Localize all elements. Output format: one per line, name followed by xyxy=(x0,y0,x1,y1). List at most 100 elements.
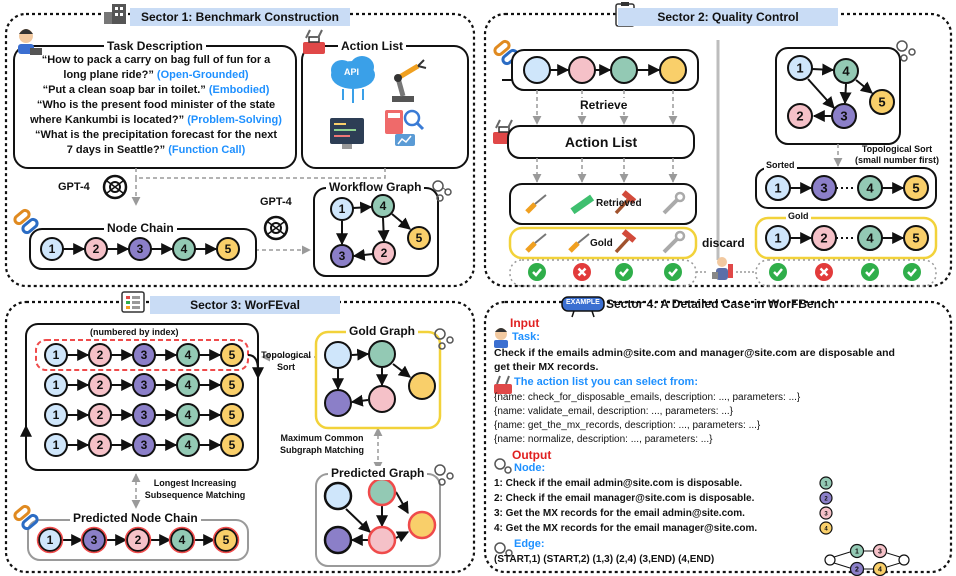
node-circle xyxy=(44,343,68,367)
toolbox-icon xyxy=(494,375,512,394)
node-circle xyxy=(869,89,895,115)
task-line-2: get their MX records. xyxy=(494,361,599,373)
hammer-icon xyxy=(614,190,637,215)
mini-edge xyxy=(886,552,901,558)
action-item: {name: validate_email, description: ...,… xyxy=(494,406,734,417)
action-list-box xyxy=(301,45,469,169)
graph-node: 3 xyxy=(811,175,837,201)
graph-node: 3 xyxy=(128,237,152,261)
action-item: {name: get_the_mx_records, description: … xyxy=(494,420,761,431)
chain-link-icon xyxy=(13,208,39,235)
workflow-graph-label: Workflow Graph xyxy=(326,180,425,194)
graph-network-icon xyxy=(434,328,454,350)
graph-node: 4 xyxy=(371,194,395,218)
wrench-icon xyxy=(662,230,686,254)
node-circle xyxy=(220,433,244,457)
node-item: 2: Check if the email manager@site.com i… xyxy=(494,493,755,504)
node-circle xyxy=(132,343,156,367)
graph-node xyxy=(367,525,397,555)
graph-node: 2 xyxy=(88,403,112,427)
gpt4-label-1: GPT-4 xyxy=(58,181,90,193)
gpt4-logo-icon xyxy=(263,215,289,241)
node-label: 4 xyxy=(185,378,192,392)
action-item: {name: check_for_disposable_emails, desc… xyxy=(494,392,801,403)
edge-list: (START,1) (START,2) (1,3) (2,4) (3,END) … xyxy=(494,554,715,565)
node-circle xyxy=(220,403,244,427)
calculator-search-icon xyxy=(385,109,425,146)
node-circle xyxy=(214,528,238,552)
predicted-chain-label: Predicted Node Chain xyxy=(70,511,201,525)
node-label: 1 xyxy=(796,61,803,76)
node-circle xyxy=(176,343,200,367)
node-label: 3 xyxy=(141,378,148,392)
node-circle xyxy=(84,237,108,261)
node-circle xyxy=(324,389,352,417)
node-label: 4 xyxy=(185,408,192,422)
graph-node xyxy=(368,385,396,413)
edge-arrow xyxy=(351,348,370,361)
graph-node: 2 xyxy=(372,241,396,265)
graph-node: 3 xyxy=(132,403,156,427)
gold-tools-box xyxy=(508,226,698,260)
graph-node xyxy=(523,56,551,84)
graph-node: 4 xyxy=(857,225,883,251)
graph-network-icon xyxy=(432,180,452,202)
edge-arrow xyxy=(352,248,374,261)
input-label: Input xyxy=(510,316,540,330)
gpt4-label-2: GPT-4 xyxy=(260,196,292,208)
graph-node: 3 xyxy=(819,506,833,520)
node-label: 4 xyxy=(878,566,882,573)
graph-node xyxy=(568,56,596,84)
node-circle xyxy=(408,372,436,400)
topo-sort-label: Topological Sort xyxy=(861,144,933,154)
status-row-left xyxy=(509,259,697,287)
discard-label: discard xyxy=(702,236,745,250)
node-circle xyxy=(819,491,833,505)
graph-node: 1 xyxy=(44,373,68,397)
sorted-label: Sorted xyxy=(764,160,797,170)
task-q2-text: “Put a clean soap bar in toilet.” xyxy=(42,84,206,96)
node-label: 1 xyxy=(774,231,781,246)
building-icon xyxy=(104,4,126,24)
action-list-label: Action List xyxy=(338,39,406,53)
node-circle xyxy=(811,175,837,201)
node-label: 5 xyxy=(229,348,236,362)
task-q4-line1: “What is the precipitation forecast for … xyxy=(34,129,278,141)
graph-network-icon xyxy=(896,40,916,62)
node-label: 2 xyxy=(820,231,827,246)
graph-node: 1 xyxy=(330,197,354,221)
node-item: 4: Get the MX records for the email mana… xyxy=(494,523,758,534)
predicted-graph-label: Predicted Graph xyxy=(328,466,428,480)
graph-node: 2 xyxy=(787,103,813,129)
graph-node: 1 xyxy=(40,237,64,261)
graph-node: 2 xyxy=(819,491,833,505)
graph-node: 5 xyxy=(220,343,244,367)
node-circle xyxy=(40,237,64,261)
graph-node: 5 xyxy=(220,433,244,457)
node-label: 2 xyxy=(93,242,100,256)
node-circle xyxy=(765,175,791,201)
graph-node xyxy=(659,56,687,84)
graph-node xyxy=(323,525,353,555)
node-label: 4 xyxy=(866,231,874,246)
node-label: 4 xyxy=(181,242,188,256)
graph-node: 4 xyxy=(176,373,200,397)
node-circle xyxy=(330,244,354,268)
mini-edge xyxy=(833,562,851,569)
graph-node: 1 xyxy=(849,543,865,559)
graph-node: 4 xyxy=(170,528,194,552)
node-circle xyxy=(330,197,354,221)
node-circle xyxy=(903,225,929,251)
node-circle xyxy=(216,237,240,261)
node-label: 5 xyxy=(229,408,236,422)
graph-node: 2 xyxy=(811,225,837,251)
graph-node: 4 xyxy=(176,433,200,457)
discard-person-icon xyxy=(712,257,733,280)
output-icon xyxy=(494,458,512,474)
node-label: 5 xyxy=(229,438,236,452)
node-label: Node: xyxy=(514,462,546,474)
node-circle xyxy=(367,525,397,555)
graph-node: 4 xyxy=(176,343,200,367)
graph-node: 5 xyxy=(869,89,895,115)
node-label: 1 xyxy=(774,181,781,196)
